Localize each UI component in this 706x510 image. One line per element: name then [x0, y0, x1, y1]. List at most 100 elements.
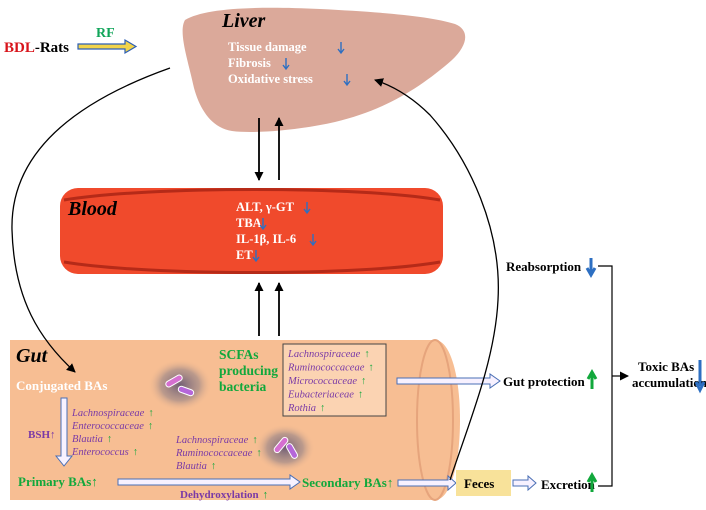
down-arrow-icon	[252, 250, 260, 263]
blue-down-arrow-icon	[585, 258, 597, 279]
down-arrow-icon	[259, 218, 267, 231]
secondary-to-feces-arrow	[397, 474, 457, 492]
scfaTaxa-item-3: Eubacteriaceae ↑	[287, 390, 363, 401]
left-taxa-group: Lachnospiraceae↑ Enterococcaceae ↑ Blautia ↑…	[71, 408, 154, 458]
gut-protection-label: Gut protection	[503, 374, 585, 389]
blue-down-arrow-icon	[694, 360, 706, 394]
reabsorption-label: Reabsorption	[506, 259, 582, 274]
liver-to-gut-curve	[11, 67, 171, 373]
up-arrow-text: ↑	[91, 474, 98, 489]
feces-box	[456, 470, 511, 496]
feces-to-excretion-arrow	[512, 474, 537, 492]
midTaxa-item-2: Blautia ↑	[176, 461, 216, 472]
leftTaxa-item-2: Blautia ↑	[72, 434, 112, 445]
feces-label: Feces	[464, 476, 494, 491]
blood-marker-1: TBA	[236, 216, 262, 230]
primary-to-secondary-arrow	[117, 474, 301, 490]
microbe-cluster-1	[148, 359, 212, 411]
down-arrow-icon	[337, 42, 345, 55]
blood-marker-2: IL-1β, IL-6	[236, 232, 296, 246]
down-arrow-icon	[303, 202, 311, 215]
scfa-taxa-box	[282, 343, 387, 417]
blood-marker-3: ET	[236, 248, 253, 262]
blood-title: Blood	[67, 198, 118, 220]
outcome-bracket	[598, 265, 613, 487]
taxon-name: Blautia	[176, 461, 207, 472]
up-arrow-text: ↑	[133, 447, 138, 458]
liver-shape	[182, 7, 466, 132]
dehydroxylation-label: Dehydroxylation ↑	[180, 489, 268, 501]
taxon-name: Rothia	[287, 403, 316, 414]
scfa-taxa-group: Lachnospiraceae↑Ruminococcaceae↑Micrococ…	[287, 349, 374, 414]
rf-label: RF	[96, 26, 115, 41]
mid-taxa-group: Lachnospiraceae↑Ruminococcaceae↑Blautia↑	[175, 435, 262, 472]
blood-vessel	[60, 188, 443, 274]
dehydroxylation-text: Dehydroxylation	[180, 489, 259, 501]
up-arrow-text: ↑	[263, 489, 269, 501]
taxon-name: Micrococcaceae	[287, 376, 357, 387]
rf-arrow	[77, 38, 138, 55]
up-arrow-text: ↑	[148, 421, 153, 432]
taxon-name: Blautia	[72, 434, 103, 445]
green-up-arrow-icon	[586, 368, 598, 389]
liver-effect-0: Tissue damage	[228, 40, 307, 54]
up-arrow-text: ↑	[387, 475, 394, 490]
scfaTaxa-item-2: Micrococcaceae ↑	[287, 376, 366, 387]
scfa-label-1: producing	[219, 363, 278, 378]
toxic-bas-line2: accumulation	[632, 375, 706, 390]
bsh-text: BSH	[28, 429, 50, 441]
liver-title: Liver	[221, 10, 266, 32]
taxon-name: Enterococcaceae	[71, 421, 144, 432]
gut-to-liver-curve	[374, 78, 499, 481]
taxon-name: Lachnospiraceae	[287, 349, 361, 360]
blood-vessel-bottom-rim	[63, 260, 441, 274]
taxon-name: Ruminococcaceae	[175, 448, 253, 459]
up-arrow-text: ↑	[148, 408, 153, 419]
up-arrow-text: ↑	[364, 349, 369, 360]
scfaTaxa-item-0: Lachnospiraceae↑	[287, 349, 370, 360]
excretion-label: Excretion	[541, 477, 596, 492]
bdl-prefix: BDL	[4, 40, 35, 56]
secondary-bas-label: Secondary BAs↑	[302, 475, 393, 490]
bdl-rats-label: BDL-Rats	[4, 40, 69, 56]
leftTaxa-item-0: Lachnospiraceae↑	[71, 408, 154, 419]
primary-bas-label: Primary BAs↑	[18, 474, 98, 489]
liver-effect-1: Fibrosis	[228, 56, 271, 70]
secondary-bas-text: Secondary BAs	[302, 475, 387, 490]
blood-vessel-top-rim	[63, 188, 441, 202]
microbe-cluster-2	[255, 424, 315, 472]
down-arrow-icon	[343, 74, 351, 87]
scfa-label-0: SCFAs	[219, 347, 259, 362]
bsh-label: BSH↑	[28, 429, 56, 441]
leftTaxa-item-1: Enterococcaceae ↑	[71, 421, 153, 432]
microbe-rod	[286, 443, 298, 459]
liver-effect-2: Oxidative stress	[228, 72, 313, 86]
down-arrow-icon	[282, 58, 290, 71]
gut-tube-end	[416, 339, 454, 501]
up-arrow-text: ↑	[361, 376, 366, 387]
microbe-rod	[177, 385, 195, 397]
up-arrow-text: ↑	[50, 429, 56, 441]
green-up-arrow-icon	[586, 471, 598, 492]
up-arrow-text: ↑	[252, 435, 257, 446]
conjugated-bas-label: Conjugated BAs	[16, 378, 107, 393]
scfaTaxa-item-1: Ruminococcaceae↑	[287, 363, 374, 374]
up-arrow-text: ↑	[107, 434, 112, 445]
scfa-to-gut-protection-arrow	[396, 373, 501, 389]
midTaxa-item-0: Lachnospiraceae↑	[175, 435, 258, 446]
microbe-rod	[165, 374, 183, 388]
taxon-name: Enterococcus	[71, 447, 129, 458]
up-arrow-text: ↑	[358, 390, 363, 401]
up-arrow-text: ↑	[211, 461, 216, 472]
conjugated-to-primary-arrow	[54, 397, 74, 467]
toxic-bas-line1: Toxic BAs	[638, 359, 694, 374]
taxon-name: Eubacteriaceae	[287, 390, 354, 401]
leftTaxa-item-3: Enterococcus ↑	[71, 447, 138, 458]
blood-marker-0: ALT, γ-GT	[236, 200, 295, 214]
microbe-rod	[273, 436, 289, 454]
taxon-name: Lachnospiraceae	[175, 435, 249, 446]
primary-bas-text: Primary BAs	[18, 474, 91, 489]
up-arrow-text: ↑	[256, 448, 261, 459]
bdl-suffix: -Rats	[35, 40, 69, 56]
up-arrow-text: ↑	[368, 363, 373, 374]
